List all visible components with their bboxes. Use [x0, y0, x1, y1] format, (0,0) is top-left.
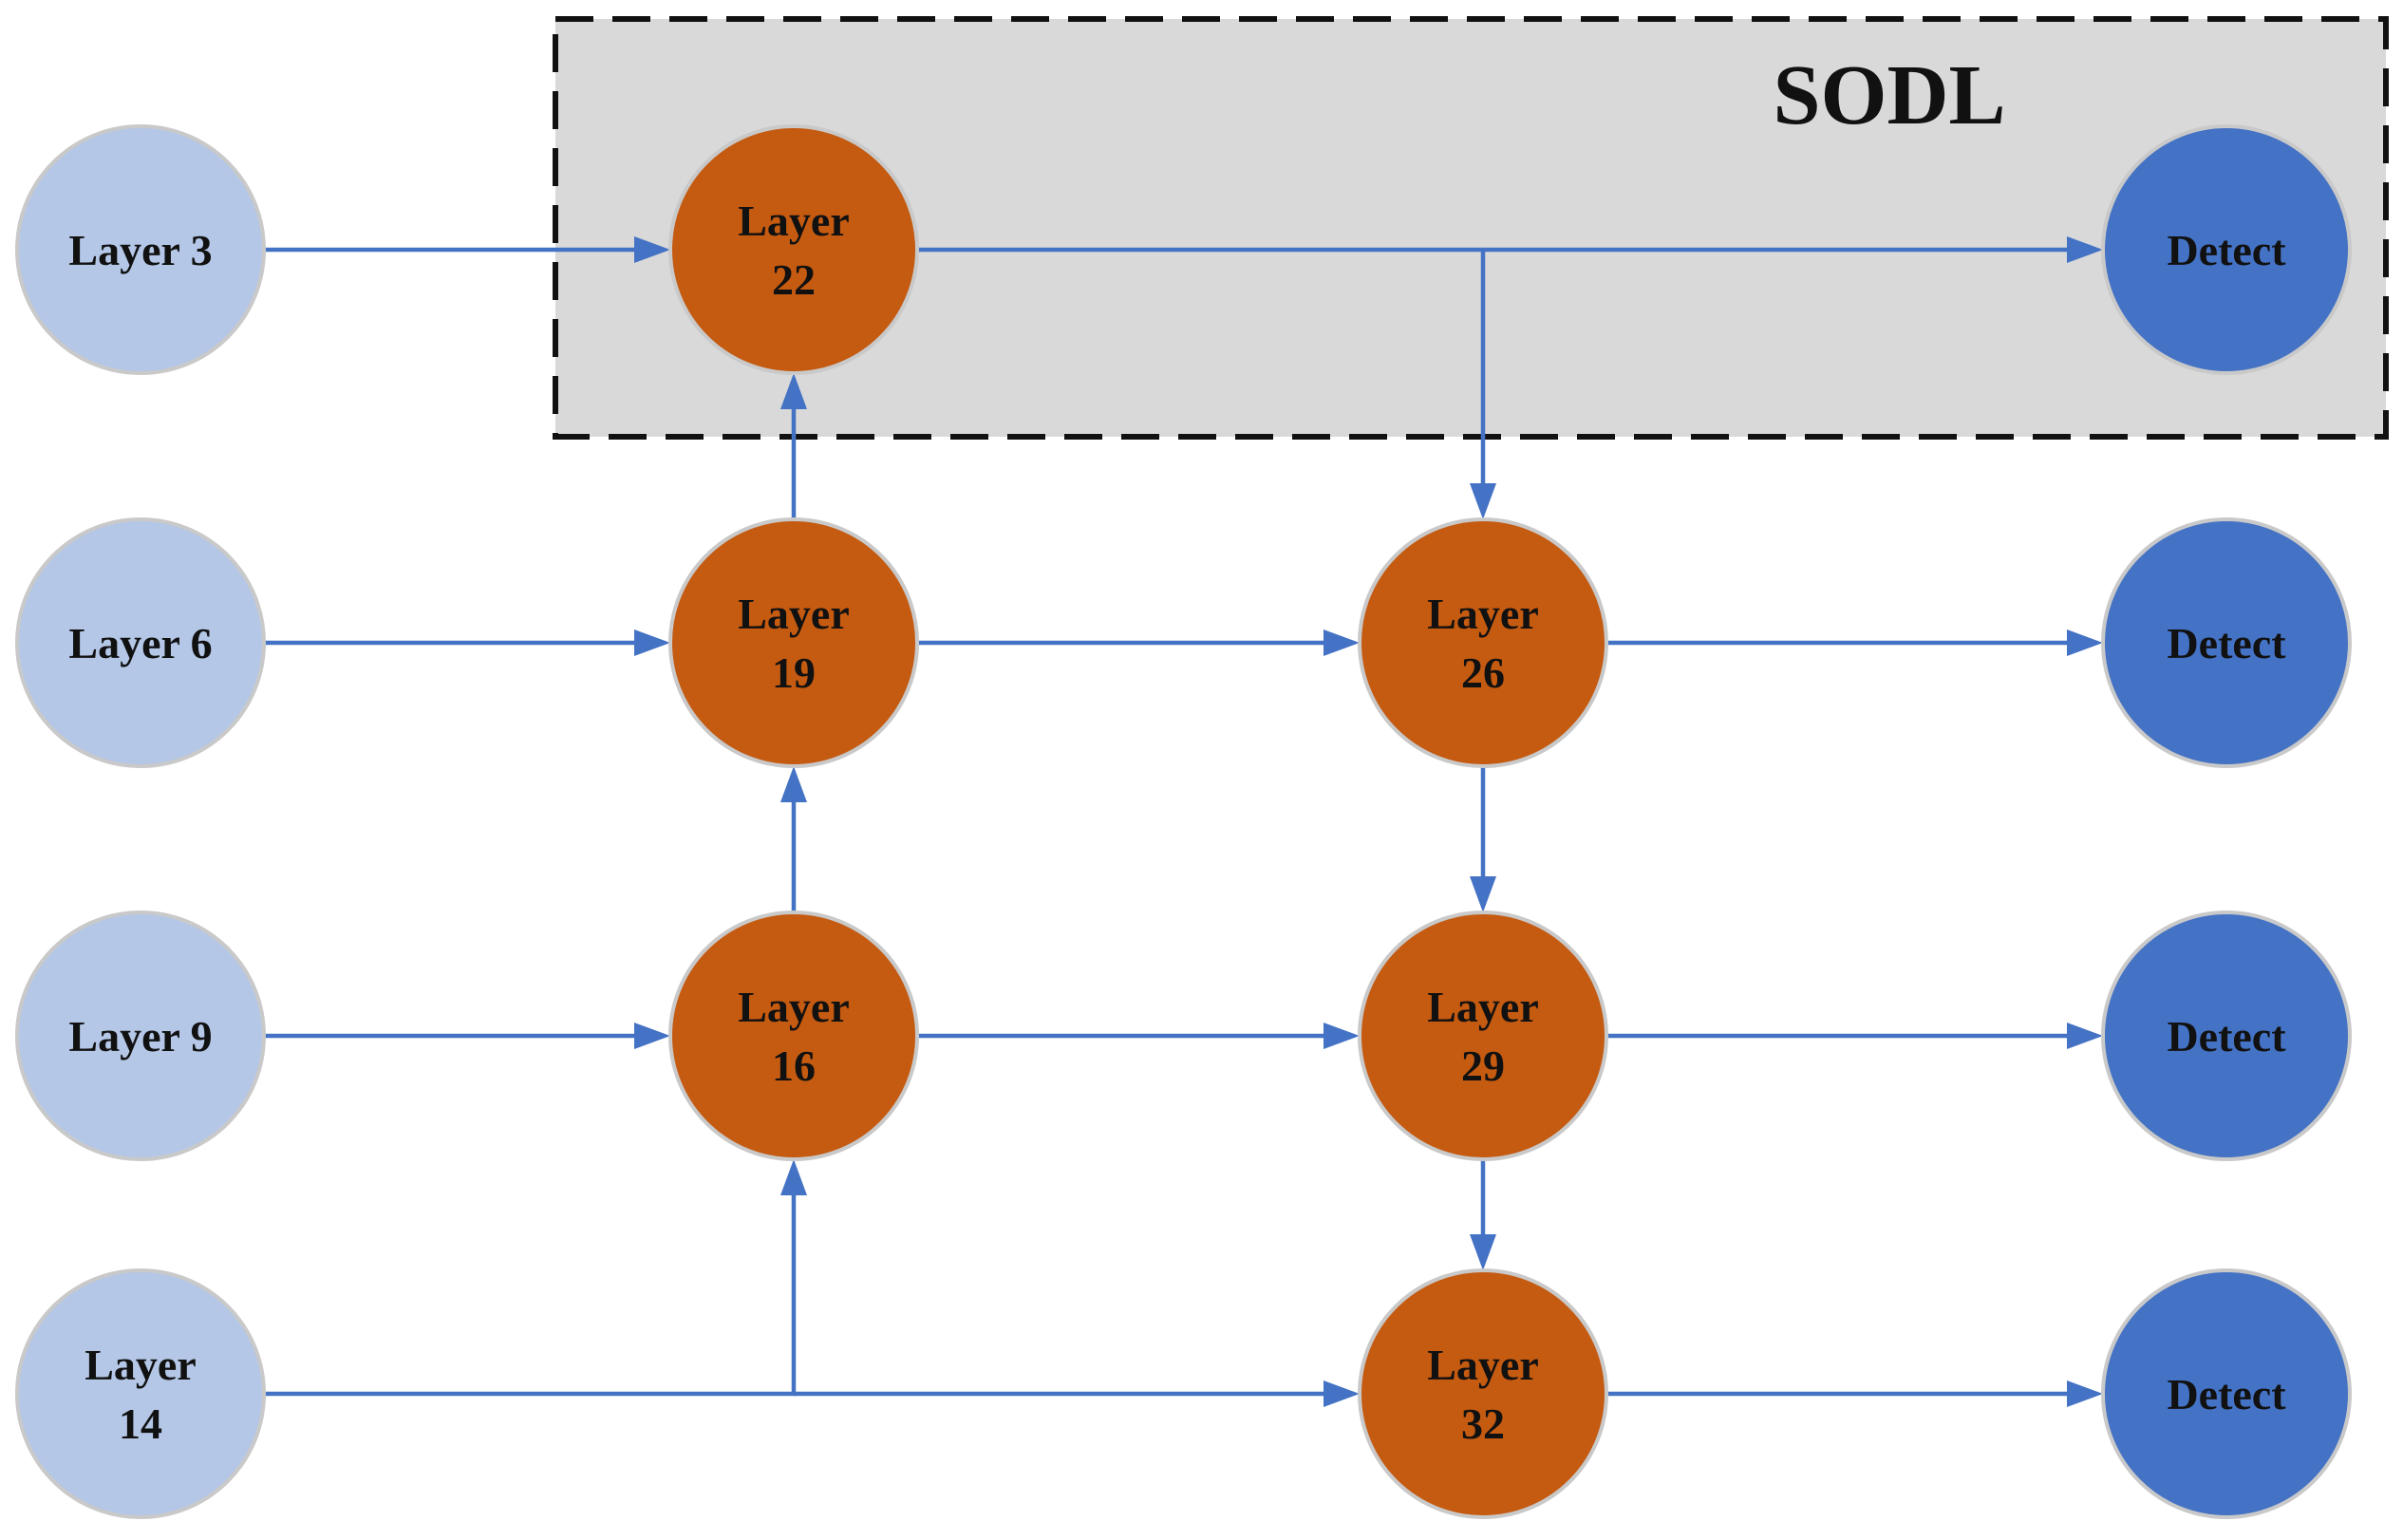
edge-layer14-to-layer32	[794, 1380, 1360, 1407]
edge-layer26-to-layer29	[1470, 766, 1496, 912]
node-label: Layer 3	[68, 226, 212, 274]
node-label: 16	[772, 1042, 816, 1090]
node-label: Layer	[1427, 983, 1539, 1031]
node-label: Detect	[2167, 619, 2286, 667]
node-label: Layer 6	[68, 619, 212, 667]
node-circle	[2101, 124, 2352, 375]
node-layer16: Layer 16	[668, 911, 919, 1161]
node-label: Layer	[84, 1341, 197, 1389]
node-layer22: Layer 22	[668, 124, 919, 375]
arrowhead-icon	[2067, 236, 2103, 263]
node-label: 22	[772, 255, 816, 304]
edge-layer19-to-layer26	[917, 629, 1360, 656]
arrowhead-icon	[780, 373, 807, 409]
node-layer6: Layer 6	[15, 517, 266, 768]
edge-layer26-to-detect2	[1606, 629, 2103, 656]
node-label: Layer	[1427, 1341, 1539, 1389]
sodl-title: SODL	[1773, 48, 2005, 142]
node-label: Detect	[2167, 226, 2286, 274]
arrowhead-icon	[2067, 629, 2103, 656]
node-circle	[1358, 1268, 1608, 1519]
node-label: Layer	[738, 983, 850, 1031]
node-detect2: Detect	[2101, 517, 2352, 768]
arrowhead-icon	[780, 766, 807, 802]
node-circle	[15, 911, 266, 1161]
node-label: Layer	[1427, 590, 1539, 638]
arrowhead-icon	[1470, 483, 1496, 519]
edge-layer16-to-layer29	[917, 1023, 1360, 1049]
node-circle	[668, 124, 919, 375]
edge-layer3-to-layer22	[264, 236, 670, 263]
node-layer26: Layer 26	[1358, 517, 1608, 768]
edge-layer22-to-layer26	[1470, 250, 1496, 519]
edge-layer16-to-layer19	[780, 766, 807, 912]
node-circle	[2101, 911, 2352, 1161]
edge-layer19-to-layer22	[780, 373, 807, 519]
arrowhead-icon	[1470, 876, 1496, 912]
arrowhead-icon	[1470, 1234, 1496, 1270]
node-circle	[2101, 517, 2352, 768]
node-circle	[1358, 911, 1608, 1161]
arrowhead-icon	[2067, 1023, 2103, 1049]
node-layer9: Layer 9	[15, 911, 266, 1161]
node-layer14: Layer 14	[15, 1268, 266, 1519]
node-label: 32	[1461, 1399, 1505, 1448]
edge-layer22-to-detect1	[917, 236, 2103, 263]
node-label: 14	[119, 1399, 162, 1448]
node-circle	[15, 517, 266, 768]
arrowhead-icon	[780, 1159, 807, 1195]
node-layer3: Layer 3	[15, 124, 266, 375]
node-circle	[15, 1268, 266, 1519]
arrowhead-icon	[634, 236, 670, 263]
node-label: 19	[772, 648, 816, 697]
node-layer29: Layer 29	[1358, 911, 1608, 1161]
node-label: Detect	[2167, 1012, 2286, 1061]
node-circle	[668, 911, 919, 1161]
node-label: 26	[1461, 648, 1505, 697]
edge-layer29-to-layer32	[1470, 1159, 1496, 1270]
arrowhead-icon	[1324, 1380, 1360, 1407]
node-circle	[15, 124, 266, 375]
node-detect4: Detect	[2101, 1268, 2352, 1519]
node-layer32: Layer 32	[1358, 1268, 1608, 1519]
node-label: Layer	[738, 197, 850, 245]
edge-layer6-to-layer19	[264, 629, 670, 656]
node-label: Detect	[2167, 1370, 2286, 1418]
arrowhead-icon	[2067, 1380, 2103, 1407]
arrowhead-icon	[1324, 1023, 1360, 1049]
node-layer19: Layer 19	[668, 517, 919, 768]
node-label: Layer	[738, 590, 850, 638]
node-detect1: Detect	[2101, 124, 2352, 375]
node-label: 29	[1461, 1042, 1505, 1090]
node-detect3: Detect	[2101, 911, 2352, 1161]
edge-layer29-to-detect3	[1606, 1023, 2103, 1049]
edge-layer14-to-layer16	[264, 1159, 807, 1397]
node-circle	[668, 517, 919, 768]
edge-layer32-to-detect4	[1606, 1380, 2103, 1407]
node-label: Layer 9	[68, 1012, 212, 1061]
arrowhead-icon	[634, 1023, 670, 1049]
node-circle	[1358, 517, 1608, 768]
node-circle	[2101, 1268, 2352, 1519]
arrowhead-icon	[1324, 629, 1360, 656]
arrowhead-icon	[634, 629, 670, 656]
edge-layer9-to-layer16	[264, 1023, 670, 1049]
